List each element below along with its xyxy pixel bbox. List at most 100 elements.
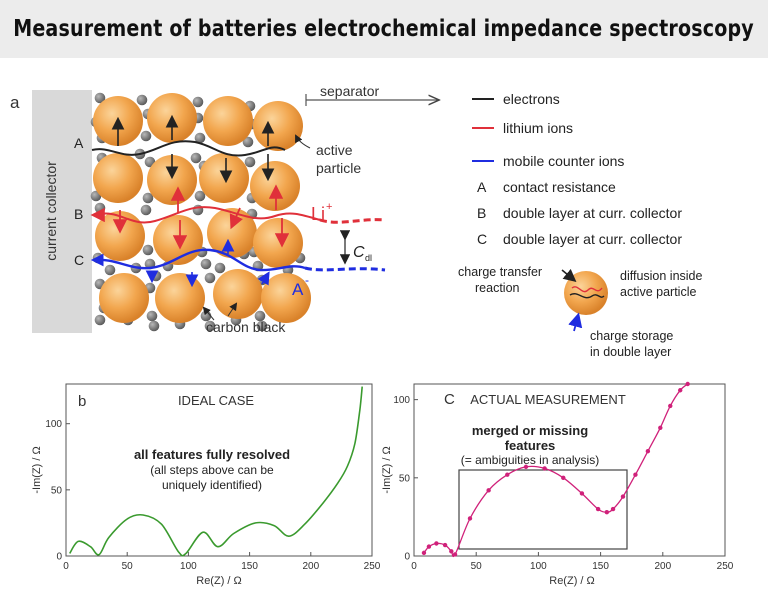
x-tick-label: 0 [411, 561, 417, 572]
carbon-black-particle [190, 152, 202, 164]
panel-c-xlabel: Re(Z) / Ω [549, 575, 595, 587]
carbon-black-pointer-2 [227, 302, 238, 317]
panel-b-annotation-1: all features fully resolved [134, 447, 290, 462]
carbon-black-particle [214, 262, 226, 274]
inset-charge-transfer-1: charge transfer [458, 265, 542, 279]
li-ion-charge: + [326, 201, 332, 213]
x-tick-label: 150 [241, 561, 258, 572]
electron-path [91, 140, 286, 157]
page-title-bar: Measurement of batteries electrochemical… [0, 0, 768, 58]
data-point [467, 516, 473, 521]
carbon-black-particle [94, 92, 106, 104]
y-tick-label: 100 [45, 419, 62, 430]
panel-c-frame [413, 383, 726, 557]
li-ion-label: Li [311, 204, 325, 224]
panel-b-data-line [69, 386, 363, 557]
lithium-ion-arrows [90, 184, 290, 250]
active-particle [99, 273, 149, 323]
key-letter-a: A [477, 179, 487, 195]
electron-arrows [111, 114, 275, 184]
y-tick-label: 50 [51, 485, 63, 496]
separator-label: separator [320, 83, 379, 99]
point-label-c: C [74, 252, 84, 268]
active-particle [261, 273, 311, 323]
carbon-black-particle [254, 310, 266, 322]
data-point [434, 541, 439, 546]
y-tick-label: 100 [393, 395, 410, 406]
panel-b-frame [65, 383, 373, 557]
carbon-black-particle [200, 258, 212, 270]
point-label-a: A [74, 135, 84, 151]
inset-storage-2: in double layer [590, 345, 671, 359]
active-particle [203, 96, 253, 146]
key-letter-b: B [477, 205, 486, 221]
carbon-black-particle [140, 204, 152, 216]
counter-ion-path [94, 248, 306, 272]
carbon-black-particle [148, 320, 160, 332]
cdl-subscript: dl [365, 253, 372, 263]
cdl-label: C [353, 244, 365, 261]
active-particle [213, 269, 263, 319]
x-tick-label: 50 [471, 561, 483, 572]
y-tick-label: 0 [404, 552, 410, 563]
legend-counter-ions: mobile counter ions [503, 153, 624, 169]
data-point [426, 544, 432, 549]
carbon-black-particle [192, 96, 204, 108]
figure: a current collector Li [10, 83, 734, 587]
data-point [442, 542, 448, 548]
panel-b-xlabel: Re(Z) / Ω [196, 575, 242, 587]
anion-label: A [292, 280, 304, 299]
lithium-ion-path-dashed [319, 218, 386, 224]
active-particle [253, 218, 303, 268]
x-tick-label: 50 [122, 561, 134, 572]
carbon-black-particle [204, 272, 216, 284]
key-letter-c: C [477, 231, 487, 247]
carbon-black-particle [256, 320, 268, 332]
data-point [579, 491, 585, 496]
active-particle [253, 101, 303, 151]
panel-c-title: ACTUAL MEASUREMENT [470, 392, 626, 407]
data-point [668, 403, 673, 409]
carbon-black-label: carbon black [206, 319, 286, 335]
x-tick-label: 150 [592, 561, 609, 572]
legend-lithium-ions: lithium ions [503, 120, 573, 136]
key-text-b: double layer at curr. collector [503, 205, 682, 221]
panel-c-annotation-1: merged or missing [472, 423, 588, 438]
anion-charge: - [305, 273, 309, 287]
lithium-ion-path [94, 206, 321, 224]
page-title: Measurement of batteries electrochemical… [13, 16, 755, 42]
active-particle [155, 273, 205, 323]
panel-b-annotation-2: (all steps above can be [150, 463, 274, 477]
key-text-c: double layer at curr. collector [503, 231, 682, 247]
inset-particle-diagram: charge transfer reaction diffusion insid… [458, 265, 703, 359]
inset-diffusion-2: active particle [620, 285, 696, 299]
x-tick-label: 100 [530, 561, 547, 572]
panel-c-annotation-3: (= ambiguities in analysis) [461, 453, 599, 467]
x-tick-label: 200 [302, 561, 319, 572]
active-particle-label-2: particle [316, 160, 361, 176]
carbon-black-particle [142, 244, 154, 256]
carbon-black-particle [194, 132, 206, 144]
data-point [685, 381, 690, 387]
carbon-black-particle [136, 94, 148, 106]
active-particle [199, 153, 249, 203]
inset-diffusion-path-red [571, 286, 603, 293]
panel-c-label: C [444, 391, 455, 408]
panel-c-highlight-box [458, 469, 628, 550]
point-label-b: B [74, 206, 83, 222]
current-collector-label: current collector [43, 161, 59, 261]
data-point [561, 475, 566, 481]
carbon-black-particle [242, 136, 254, 148]
x-tick-label: 100 [180, 561, 197, 572]
counter-ion-path-dashed [304, 266, 386, 272]
active-particle [207, 208, 257, 258]
panel-b-ylabel: -Im(Z) / Ω [31, 446, 43, 493]
x-tick-label: 200 [654, 561, 671, 572]
active-particle [250, 161, 300, 211]
active-particle [95, 211, 145, 261]
legend-electrons: electrons [503, 91, 560, 107]
carbon-black-particle [244, 156, 256, 168]
carbon-black-particle [194, 190, 206, 202]
data-point [542, 466, 547, 471]
